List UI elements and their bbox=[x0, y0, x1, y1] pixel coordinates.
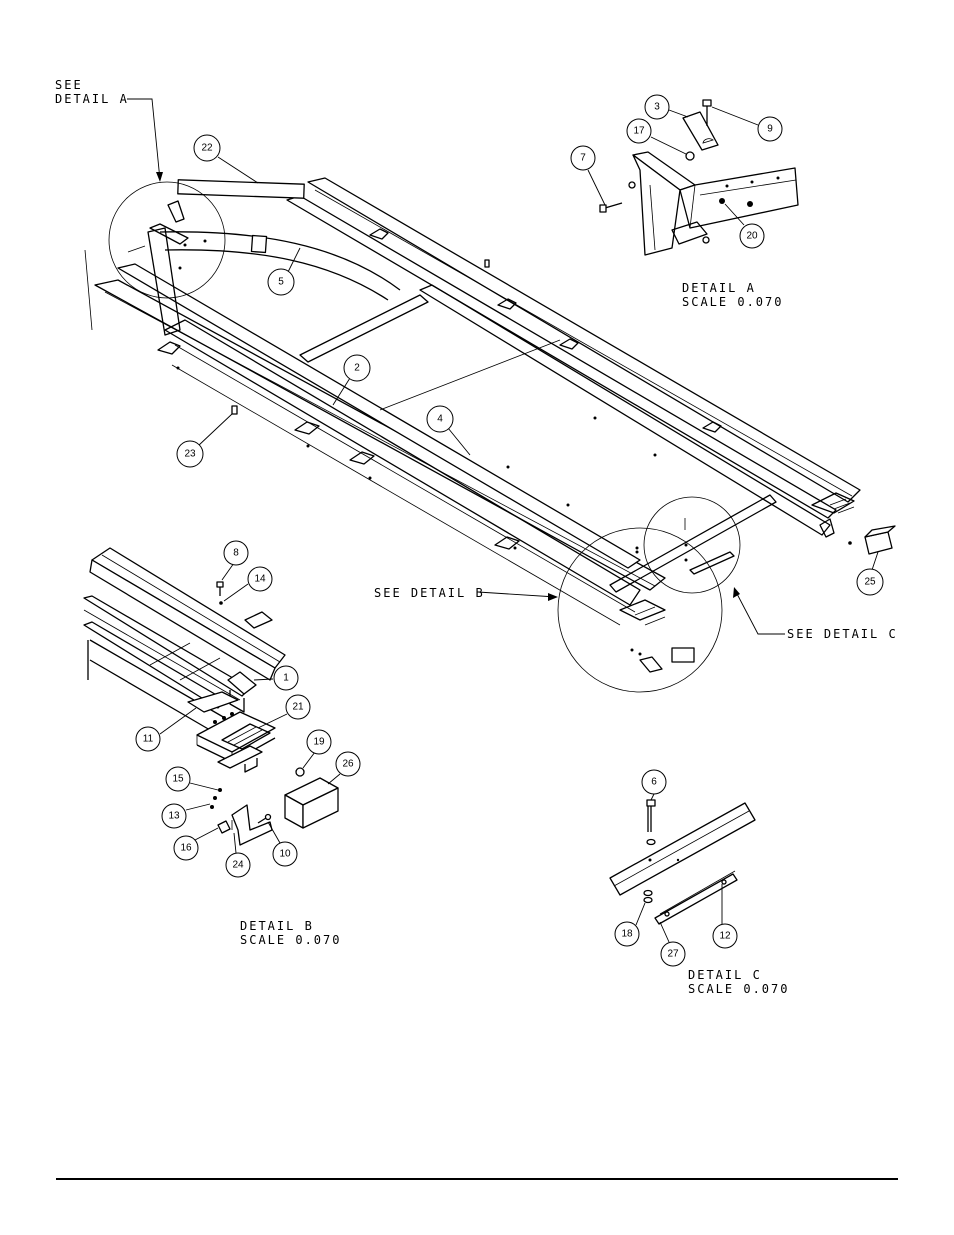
left-frame-rail bbox=[164, 319, 641, 606]
svg-text:14: 14 bbox=[254, 574, 266, 585]
main-assembly bbox=[84, 177, 896, 626]
svg-text:15: 15 bbox=[172, 774, 184, 785]
svg-text:12: 12 bbox=[719, 931, 731, 942]
cross-member-front bbox=[299, 294, 429, 363]
svg-text:27: 27 bbox=[667, 949, 679, 960]
svg-text:2: 2 bbox=[354, 363, 360, 374]
balloon-26: 26 bbox=[327, 751, 361, 785]
balloon-20: 20 bbox=[724, 203, 765, 249]
svg-text:25: 25 bbox=[864, 577, 876, 588]
balloon-5: 5 bbox=[267, 247, 301, 296]
balloon-15: 15 bbox=[165, 766, 219, 792]
svg-text:17: 17 bbox=[633, 126, 645, 137]
balloon-2: 2 bbox=[332, 354, 371, 406]
balloon-8: 8 bbox=[221, 540, 249, 581]
svg-text:19: 19 bbox=[313, 737, 325, 748]
balloon-25: 25 bbox=[856, 551, 884, 596]
see-detail-a-line1: SEE bbox=[55, 78, 83, 92]
svg-text:20: 20 bbox=[746, 231, 758, 242]
svg-text:6: 6 bbox=[651, 777, 657, 788]
balloon-6: 6 bbox=[641, 769, 667, 801]
bow-curve bbox=[159, 231, 401, 291]
see-detail-a-line2: DETAIL A bbox=[55, 92, 129, 106]
footer-rule bbox=[56, 1178, 898, 1180]
detail-a-circle-contents bbox=[127, 200, 207, 270]
front-post bbox=[147, 227, 181, 336]
svg-text:8: 8 bbox=[233, 548, 239, 559]
balloon-11: 11 bbox=[135, 707, 197, 752]
balloon-10: 10 bbox=[267, 821, 298, 867]
balloon-22: 22 bbox=[193, 134, 259, 184]
right-frame-rail bbox=[419, 284, 831, 536]
svg-text:21: 21 bbox=[292, 702, 304, 713]
svg-text:23: 23 bbox=[184, 449, 196, 460]
detail-c-circle bbox=[643, 496, 741, 594]
balloon-27: 27 bbox=[659, 921, 686, 967]
svg-text:26: 26 bbox=[342, 759, 354, 770]
svg-text:11: 11 bbox=[143, 734, 154, 745]
balloon-12: 12 bbox=[712, 884, 738, 949]
see-detail-c-callout: SEE DETAIL C bbox=[733, 587, 898, 641]
detail-b-drawing: 8 14 1 21 11 19 26 bbox=[83, 540, 361, 878]
detail-b-title: DETAIL B SCALE 0.070 bbox=[240, 919, 341, 947]
balloon-17: 17 bbox=[626, 118, 687, 155]
svg-text:3: 3 bbox=[654, 102, 660, 113]
balloon-18: 18 bbox=[614, 902, 646, 947]
detail-b-circle bbox=[557, 527, 723, 693]
see-detail-c-label: SEE DETAIL C bbox=[787, 627, 898, 641]
detail-b-scale: SCALE 0.070 bbox=[240, 933, 341, 947]
detail-a-title: DETAIL A SCALE 0.070 bbox=[682, 281, 783, 309]
detail-c-scale: SCALE 0.070 bbox=[688, 982, 789, 996]
balloon-7: 7 bbox=[570, 145, 606, 206]
detail-c-drawing: 6 18 27 12 bbox=[609, 769, 756, 967]
detail-c-title: DETAIL C SCALE 0.070 bbox=[688, 968, 789, 996]
detail-a-label: DETAIL A bbox=[682, 281, 756, 295]
svg-text:10: 10 bbox=[279, 849, 291, 860]
cross-member-rear bbox=[609, 494, 777, 593]
svg-text:1: 1 bbox=[283, 673, 289, 684]
left-bunk-upper bbox=[117, 263, 641, 569]
svg-text:16: 16 bbox=[180, 843, 192, 854]
balloon-3: 3 bbox=[644, 94, 689, 120]
detail-a-circle bbox=[108, 181, 226, 299]
see-detail-b-label: SEE DETAIL B bbox=[374, 586, 485, 600]
svg-text:13: 13 bbox=[168, 811, 180, 822]
detail-c-label: DETAIL C bbox=[688, 968, 762, 982]
balloon-13: 13 bbox=[161, 803, 211, 829]
plate-22 bbox=[177, 179, 305, 199]
balloon-4: 4 bbox=[426, 405, 471, 456]
balloon-23: 23 bbox=[176, 413, 233, 468]
svg-text:7: 7 bbox=[580, 153, 586, 164]
right-bunk bbox=[307, 177, 861, 503]
svg-text:5: 5 bbox=[278, 277, 284, 288]
balloon-19: 19 bbox=[302, 729, 332, 769]
balloon-16: 16 bbox=[173, 827, 219, 861]
svg-text:18: 18 bbox=[621, 929, 633, 940]
see-detail-a-callout: SEE DETAIL A bbox=[55, 78, 163, 182]
svg-text:22: 22 bbox=[201, 143, 213, 154]
balloon-9: 9 bbox=[711, 106, 783, 142]
see-detail-b-callout: SEE DETAIL B bbox=[374, 586, 558, 601]
detail-a-scale: SCALE 0.070 bbox=[682, 295, 783, 309]
detail-c-circle-contents bbox=[684, 518, 735, 575]
detail-b-circle-contents bbox=[619, 546, 695, 673]
svg-text:4: 4 bbox=[437, 414, 443, 425]
balloon-24: 24 bbox=[225, 832, 251, 878]
balloon-21: 21 bbox=[257, 694, 311, 729]
balloon-14: 14 bbox=[223, 566, 273, 602]
balloon-1: 1 bbox=[253, 665, 299, 691]
svg-text:9: 9 bbox=[767, 124, 773, 135]
detail-b-label: DETAIL B bbox=[240, 919, 314, 933]
plate-24 bbox=[231, 804, 273, 846]
detail-a-drawing: 3 9 17 7 20 bbox=[570, 94, 799, 256]
svg-text:24: 24 bbox=[232, 860, 244, 871]
